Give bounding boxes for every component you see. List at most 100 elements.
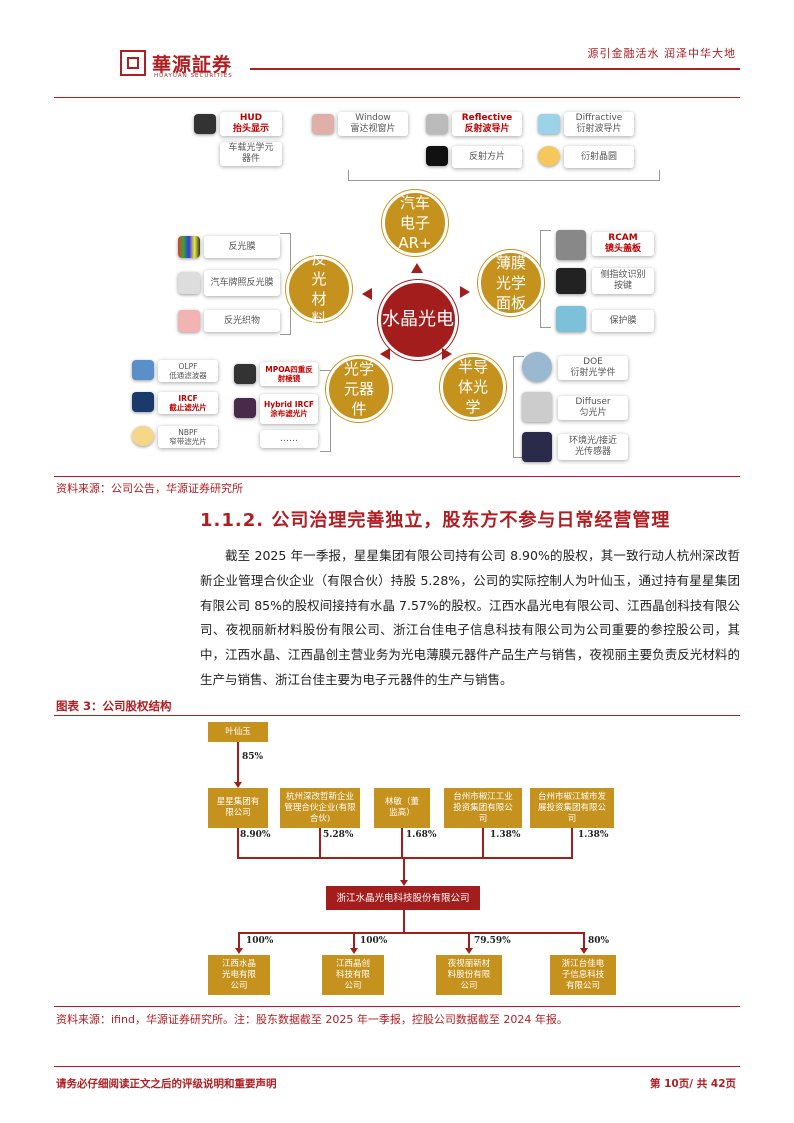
footer-rule: [54, 1066, 740, 1067]
card-reflect-film: 反光膜: [204, 236, 280, 258]
card-protect-film: 保护膜: [592, 310, 654, 332]
diffractive-image: [538, 114, 560, 134]
subsidiary-box: 夜视丽新材料股份有限公司: [436, 955, 502, 995]
nbpf-image: [132, 426, 154, 446]
header-slogan: 源引金融活水 润泽中华大地: [587, 47, 736, 60]
arrow-up: [411, 263, 423, 273]
node-semi: 半导体光学: [440, 354, 506, 420]
lower-left-bracket: [320, 370, 331, 452]
arrow-right: [460, 286, 470, 298]
reflector-image: [426, 146, 448, 166]
ircf-image: [132, 392, 154, 412]
node-film: 薄膜光学面板: [478, 250, 544, 316]
fingerprint-image: [556, 268, 586, 294]
section-heading: 1.1.2. 公司治理完善独立，股东方不参与日常经营管理: [200, 510, 671, 531]
subsidiary-line: [583, 932, 585, 950]
shareholder-pct: 1.38%: [578, 830, 609, 840]
subsidiary-arrow: [235, 948, 243, 954]
fabric-image: [178, 310, 200, 332]
connector-line: [571, 828, 573, 858]
connector-line: [401, 828, 403, 858]
page-number: 第 10页/ 共 42页: [649, 1078, 736, 1090]
source-rule: [54, 476, 740, 477]
rcam-image: [556, 230, 586, 260]
diffuser-image: [522, 392, 552, 422]
footer-disclaimer: 请务必仔细阅读正文之后的评级说明和重要声明: [56, 1078, 277, 1090]
shareholder-pct: 1.38%: [490, 830, 521, 840]
shareholder-box: 星星集团有限公司: [208, 788, 268, 828]
connector-line: [482, 828, 484, 858]
top-bracket: [348, 170, 660, 181]
card-fingerprint: 侧指纹识别按键: [592, 268, 654, 294]
reflect-film-image: [178, 236, 200, 258]
sensor-image: [522, 432, 552, 462]
arrow-lower-right: [442, 348, 452, 360]
logo-text: 華源証券: [152, 54, 233, 76]
subsidiary-box: 江西晶创科技有限公司: [322, 955, 384, 995]
figure-source-rule: [54, 1006, 740, 1007]
card-reflector: 反射方片: [452, 146, 522, 168]
figure-title: 图表 3：公司股权结构: [56, 699, 172, 713]
card-plate-film: 汽车牌照反光膜: [204, 270, 280, 296]
subsidiary-pct: 100%: [246, 936, 274, 946]
diagram-source: 资料来源：公司公告，华源证券研究所: [56, 482, 243, 495]
logo-icon: [120, 50, 146, 76]
subsidiary-line: [353, 932, 355, 950]
connector-line: [319, 828, 321, 858]
logo-subtext: HUAYUAN SECURITIES: [154, 73, 233, 79]
owner-line: [237, 742, 239, 786]
node-reflect: 反光材料: [286, 250, 352, 328]
header-rule-thin: [54, 97, 740, 98]
subsidiary-arrow: [350, 948, 358, 954]
protect-image: [556, 306, 586, 332]
doe-image: [522, 352, 552, 382]
header-rule: [250, 68, 740, 70]
card-reflect-fabric: 反光织物: [204, 310, 280, 332]
node-auto: 汽车电子AR+: [382, 190, 448, 256]
company-arrow: [400, 880, 408, 886]
subsidiary-line: [238, 932, 240, 950]
card-ambient: 环境光/接近光传感器: [558, 434, 628, 460]
subsidiary-arrow: [465, 948, 473, 954]
lower-right-bracket: [513, 356, 524, 458]
shareholder-box: 台州市椒江工业投资集团有限公司: [444, 788, 522, 828]
subsidiary-pct: 100%: [360, 936, 388, 946]
subsidiary-pct: 79.59%: [474, 936, 511, 946]
arrow-lower-left: [380, 348, 390, 360]
connector-line: [237, 828, 239, 858]
card-hybrid: Hybrid IRCF 涂布滤光片: [260, 394, 318, 424]
card-diff-wafer: 衍射晶圆: [564, 146, 634, 168]
owner-box: 叶仙玉: [208, 722, 268, 742]
plate-image: [178, 272, 200, 294]
connector-down: [403, 858, 405, 884]
card-car-optics: 车载光学元器件: [220, 142, 282, 166]
olpf-image: [132, 360, 154, 380]
hud-image: [194, 114, 216, 134]
card-more: ……: [260, 430, 318, 448]
figure-rule: [54, 715, 740, 716]
owner-arrow: [234, 782, 242, 788]
shareholder-box: 台州市椒江城市发展投资集团有限公司: [530, 788, 614, 828]
connector-bus: [237, 857, 573, 859]
subsidiary-arrow: [580, 948, 588, 954]
window-image: [312, 114, 334, 134]
owner-pct: 85%: [242, 752, 264, 762]
center-node: 水晶光电: [378, 280, 458, 360]
company-box: 浙江水晶光电科技股份有限公司: [326, 886, 480, 910]
shareholder-box: 杭州深改哲新企业管理合伙企业(有限合伙): [280, 788, 360, 828]
wafer-image: [538, 146, 560, 166]
arrow-left: [362, 288, 372, 300]
shareholder-pct: 5.28%: [323, 830, 354, 840]
figure-source: 资料来源：ifind，华源证券研究所。注：股东数据截至 2025 年一季报，控股…: [56, 1013, 568, 1026]
section-paragraph: 截至 2025 年一季报，星星集团有限公司持有公司 8.90%的股权，其一致行动…: [200, 548, 740, 687]
shareholder-pct: 1.68%: [406, 830, 437, 840]
business-diagram: 水晶光电 汽车电子AR+ 反光材料 薄膜光学面板 光学元器件 半导体光学 HUD…: [130, 108, 690, 470]
shareholder-box: 林敏（董监高）: [374, 788, 430, 828]
